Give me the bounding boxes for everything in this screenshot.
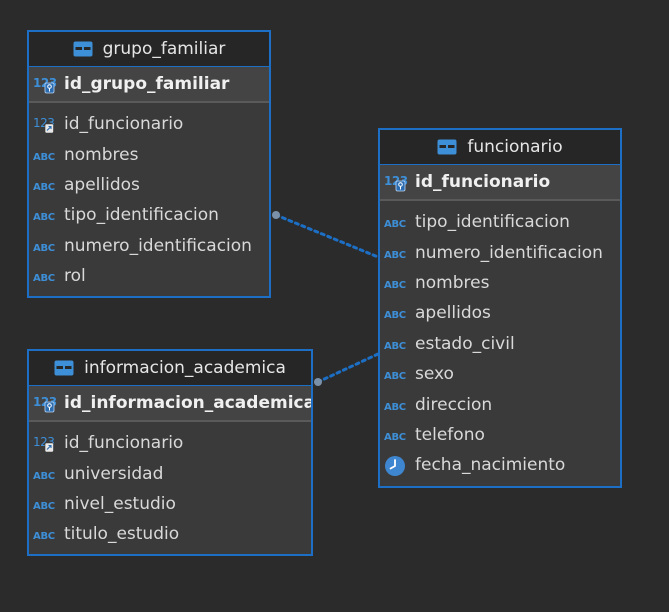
column-name: numero_identificacion bbox=[415, 242, 603, 263]
numeric-fk-icon: 123 bbox=[33, 433, 61, 453]
relationship-informacion-academica-funcionario[interactable] bbox=[316, 352, 380, 384]
table-icon bbox=[54, 360, 74, 376]
column-row[interactable]: ABC nivel_estudio bbox=[29, 489, 311, 519]
text-icon: ABC bbox=[384, 279, 406, 291]
column-name: titulo_estudio bbox=[64, 524, 180, 545]
numeric-key-icon: 123 bbox=[33, 74, 61, 94]
date-icon bbox=[384, 455, 412, 477]
column-row[interactable]: ABC titulo_estudio bbox=[29, 519, 311, 549]
entity-title: funcionario bbox=[467, 137, 563, 157]
column-row[interactable]: ABC direccion bbox=[380, 389, 620, 419]
column-name: rol bbox=[64, 266, 86, 287]
column-name: estado_civil bbox=[415, 333, 515, 354]
column-row[interactable]: ABC numero_identificacion bbox=[29, 231, 269, 261]
column-name: numero_identificacion bbox=[64, 235, 252, 256]
text-icon: ABC bbox=[33, 470, 55, 482]
primary-key-row[interactable]: 123 id_informacion_academica bbox=[29, 386, 311, 422]
column-row[interactable]: ABC apellidos bbox=[29, 170, 269, 200]
column-row[interactable]: ABC nombres bbox=[380, 268, 620, 298]
column-row[interactable]: ABC tipo_identificacion bbox=[29, 200, 269, 230]
column-row[interactable]: ABC tipo_identificacion bbox=[380, 207, 620, 237]
relationship-grupo-familiar-funcionario[interactable] bbox=[274, 213, 380, 259]
numeric-key-icon: 123 bbox=[384, 172, 412, 192]
entity-title: grupo_familiar bbox=[102, 39, 226, 59]
column-name: id_informacion_academica bbox=[64, 393, 311, 413]
text-icon: ABC bbox=[384, 219, 406, 231]
entity-header[interactable]: grupo_familiar bbox=[29, 32, 269, 67]
numeric-key-icon: 123 bbox=[33, 393, 61, 413]
text-icon: ABC bbox=[33, 212, 55, 224]
text-icon: ABC bbox=[33, 242, 55, 254]
text-icon: ABC bbox=[33, 500, 55, 512]
column-name: id_funcionario bbox=[64, 433, 184, 454]
relationship-endpoint-informacion-academica bbox=[314, 378, 322, 386]
text-icon: ABC bbox=[33, 151, 55, 163]
column-name: id_funcionario bbox=[415, 172, 551, 192]
column-name: id_funcionario bbox=[64, 114, 184, 135]
column-row[interactable]: ABC universidad bbox=[29, 458, 311, 488]
column-row[interactable]: ABC estado_civil bbox=[380, 329, 620, 359]
text-icon: ABC bbox=[33, 531, 55, 543]
entity-grupo-familiar[interactable]: grupo_familiar 123 id_grupo_familiar 123… bbox=[27, 30, 271, 298]
column-row[interactable]: ABC rol bbox=[29, 261, 269, 291]
column-name: tipo_identificacion bbox=[64, 205, 219, 226]
entity-informacion-academica[interactable]: informacion_academica 123 id_informacion… bbox=[27, 349, 313, 556]
column-name: fecha_nacimiento bbox=[415, 455, 566, 476]
column-name: id_grupo_familiar bbox=[64, 74, 230, 94]
column-name: tipo_identificacion bbox=[415, 212, 570, 233]
entity-title: informacion_academica bbox=[84, 358, 286, 378]
column-row[interactable]: ABC telefono bbox=[380, 420, 620, 450]
column-name: nivel_estudio bbox=[64, 493, 176, 514]
primary-key-row[interactable]: 123 id_grupo_familiar bbox=[29, 67, 269, 103]
text-icon: ABC bbox=[384, 249, 406, 261]
column-name: telefono bbox=[415, 424, 485, 445]
text-icon: ABC bbox=[384, 401, 406, 413]
table-icon bbox=[73, 41, 93, 57]
column-row[interactable]: ABC nombres bbox=[29, 139, 269, 169]
primary-key-row[interactable]: 123 id_funcionario bbox=[380, 165, 620, 201]
column-row[interactable]: ABC sexo bbox=[380, 359, 620, 389]
column-name: nombres bbox=[64, 144, 139, 165]
text-icon: ABC bbox=[384, 371, 406, 383]
column-name: apellidos bbox=[64, 174, 140, 195]
text-icon: ABC bbox=[384, 310, 406, 322]
column-row[interactable]: fecha_nacimiento bbox=[380, 450, 620, 480]
text-icon: ABC bbox=[384, 431, 406, 443]
text-icon: ABC bbox=[384, 340, 406, 352]
column-name: nombres bbox=[415, 272, 490, 293]
column-name: sexo bbox=[415, 364, 454, 385]
table-icon bbox=[437, 139, 457, 155]
column-row[interactable]: ABC numero_identificacion bbox=[380, 237, 620, 267]
text-icon: ABC bbox=[33, 181, 55, 193]
column-name: direccion bbox=[415, 394, 493, 415]
entity-funcionario[interactable]: funcionario 123 id_funcionario ABC tipo_i… bbox=[378, 128, 622, 488]
column-row[interactable]: ABC apellidos bbox=[380, 298, 620, 328]
text-icon: ABC bbox=[33, 273, 55, 285]
column-name: universidad bbox=[64, 463, 164, 484]
entity-header[interactable]: informacion_academica bbox=[29, 351, 311, 386]
column-name: apellidos bbox=[415, 303, 491, 324]
relationship-endpoint-grupo-familiar bbox=[272, 211, 280, 219]
entity-header[interactable]: funcionario bbox=[380, 130, 620, 165]
numeric-fk-icon: 123 bbox=[33, 114, 61, 134]
